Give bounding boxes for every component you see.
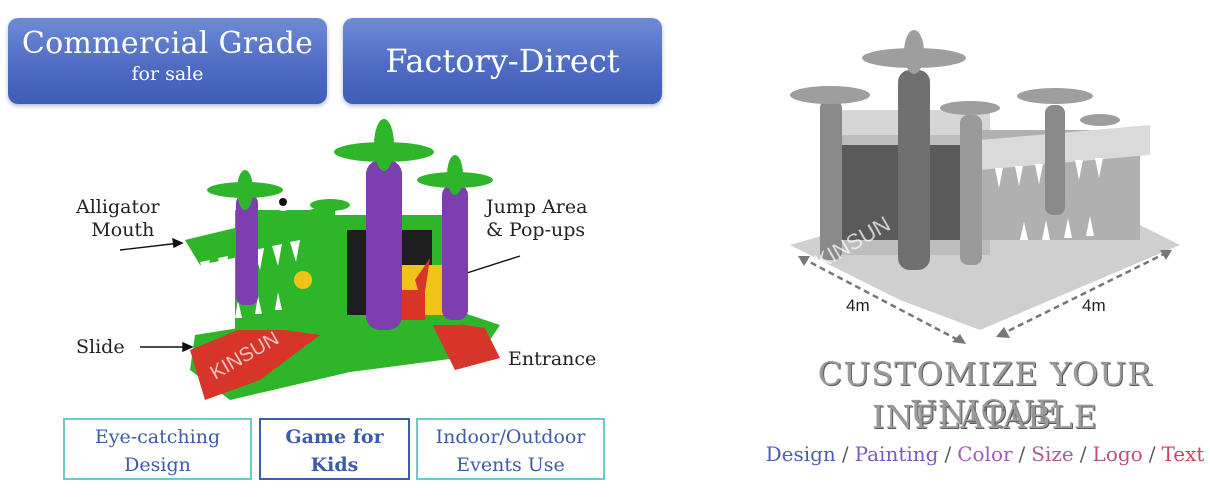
customize-options: Design/Painting/Color/Size/Logo/Text	[740, 442, 1210, 466]
feature-eye-catching-line1: Eye-catching	[94, 426, 221, 448]
factory-direct-badge: Factory-Direct	[343, 18, 662, 104]
dimension-right-label: 4m	[1082, 296, 1106, 315]
option-separator: /	[1079, 442, 1087, 466]
feature-indoor-outdoor-line2: Events Use	[456, 454, 565, 476]
alligator-mouth-label-line2: Mouth	[91, 218, 155, 241]
feature-eye-catching-line2: Design	[124, 454, 191, 476]
feature-game-for-kids-line1: Game for	[285, 426, 384, 448]
customize-heading-line1: CUSTOMIZE YOUR UNIQUE	[817, 355, 1153, 431]
jump-area-label: Jump Area & Pop-ups	[486, 196, 587, 242]
feature-indoor-outdoor-line1: Indoor/Outdoor	[435, 426, 586, 448]
option-separator: /	[841, 442, 849, 466]
commercial-grade-badge: Commercial Grade for sale	[8, 18, 327, 104]
commercial-grade-subtitle: for sale	[131, 63, 204, 85]
alligator-mouth-label: Alligator Mouth	[76, 196, 160, 242]
feature-game-for-kids-line2: Kids	[310, 454, 359, 476]
alligator-mouth-label-line1: Alligator	[76, 196, 160, 218]
customize-heading-line2: INFLATABLE	[871, 398, 1099, 436]
option-separator: /	[1018, 442, 1026, 466]
option-separator: /	[1148, 442, 1156, 466]
alligator-bounce-house-image: KINSUN	[119, 119, 521, 400]
feature-indoor-outdoor: Indoor/Outdoor Events Use	[416, 418, 605, 480]
option-logo: Logo	[1092, 442, 1143, 466]
feature-eye-catching-design: Eye-catching Design	[63, 418, 252, 480]
option-color: Color	[957, 442, 1013, 466]
grayscale-bounce-house-image: KINSUN	[790, 30, 1180, 344]
option-separator: /	[944, 442, 952, 466]
entrance-label: Entrance	[508, 348, 597, 370]
option-design: Design	[765, 442, 836, 466]
option-text: Text	[1161, 442, 1205, 466]
dimension-left-label: 4m	[846, 296, 870, 315]
jump-area-label-line1: Jump Area	[486, 196, 588, 218]
option-painting: Painting	[854, 442, 939, 466]
jump-area-label-line2: & Pop-ups	[486, 218, 586, 241]
factory-direct-title: Factory-Direct	[385, 42, 620, 80]
commercial-grade-title: Commercial Grade	[21, 26, 314, 61]
option-size: Size	[1031, 442, 1074, 466]
feature-game-for-kids: Game for Kids	[259, 418, 410, 480]
slide-label: Slide	[76, 336, 125, 358]
